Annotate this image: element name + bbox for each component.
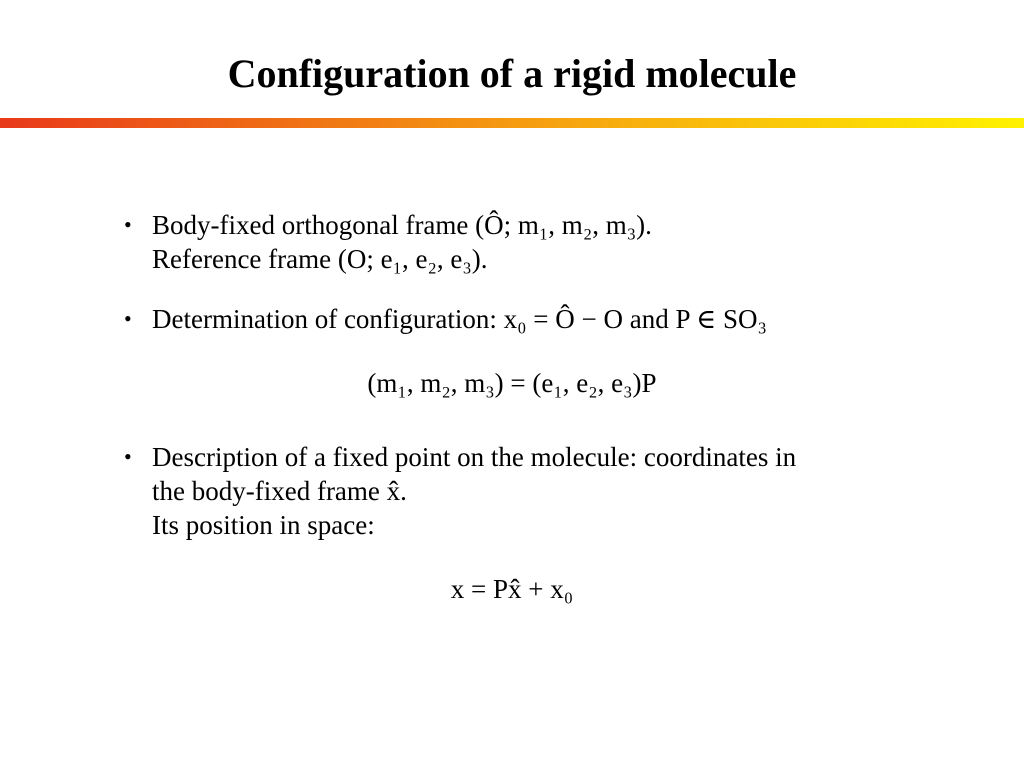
bullet-dot: • — [124, 212, 132, 237]
bullet-3-line-3: Its position in space: — [152, 510, 375, 540]
bullet-3-line-1: Description of a fixed point on the mole… — [152, 442, 797, 472]
bullet-dot: • — [124, 444, 132, 469]
slide-title: Configuration of a rigid molecule — [227, 51, 797, 96]
bullet-dot: • — [124, 306, 132, 331]
title-gradient-rule — [0, 118, 1024, 128]
bullet-3-line-2: the body-fixed frame x̂. — [152, 476, 407, 506]
bullet-2-line-1: Determination of configuration: x₀ = Ô −… — [152, 304, 767, 334]
equation-frame-rotation: (m₁, m₂, m₃) = (e₁, e₂, e₃)P — [367, 368, 657, 398]
bullet-text: Body-fixed orthogonal frame (Ô; m₁, m₂, … — [152, 208, 652, 276]
bullet-text: Determination of configuration: x₀ = Ô −… — [152, 302, 767, 336]
bullet-text: Description of a fixed point on the mole… — [152, 440, 796, 542]
bullet-1-line-2: Reference frame (O; e₁, e₂, e₃). — [152, 244, 488, 274]
bullet-1-line-1: Body-fixed orthogonal frame (Ô; m₁, m₂, … — [152, 210, 652, 240]
equation-position: x = Px̂ + x₀ — [450, 574, 574, 604]
